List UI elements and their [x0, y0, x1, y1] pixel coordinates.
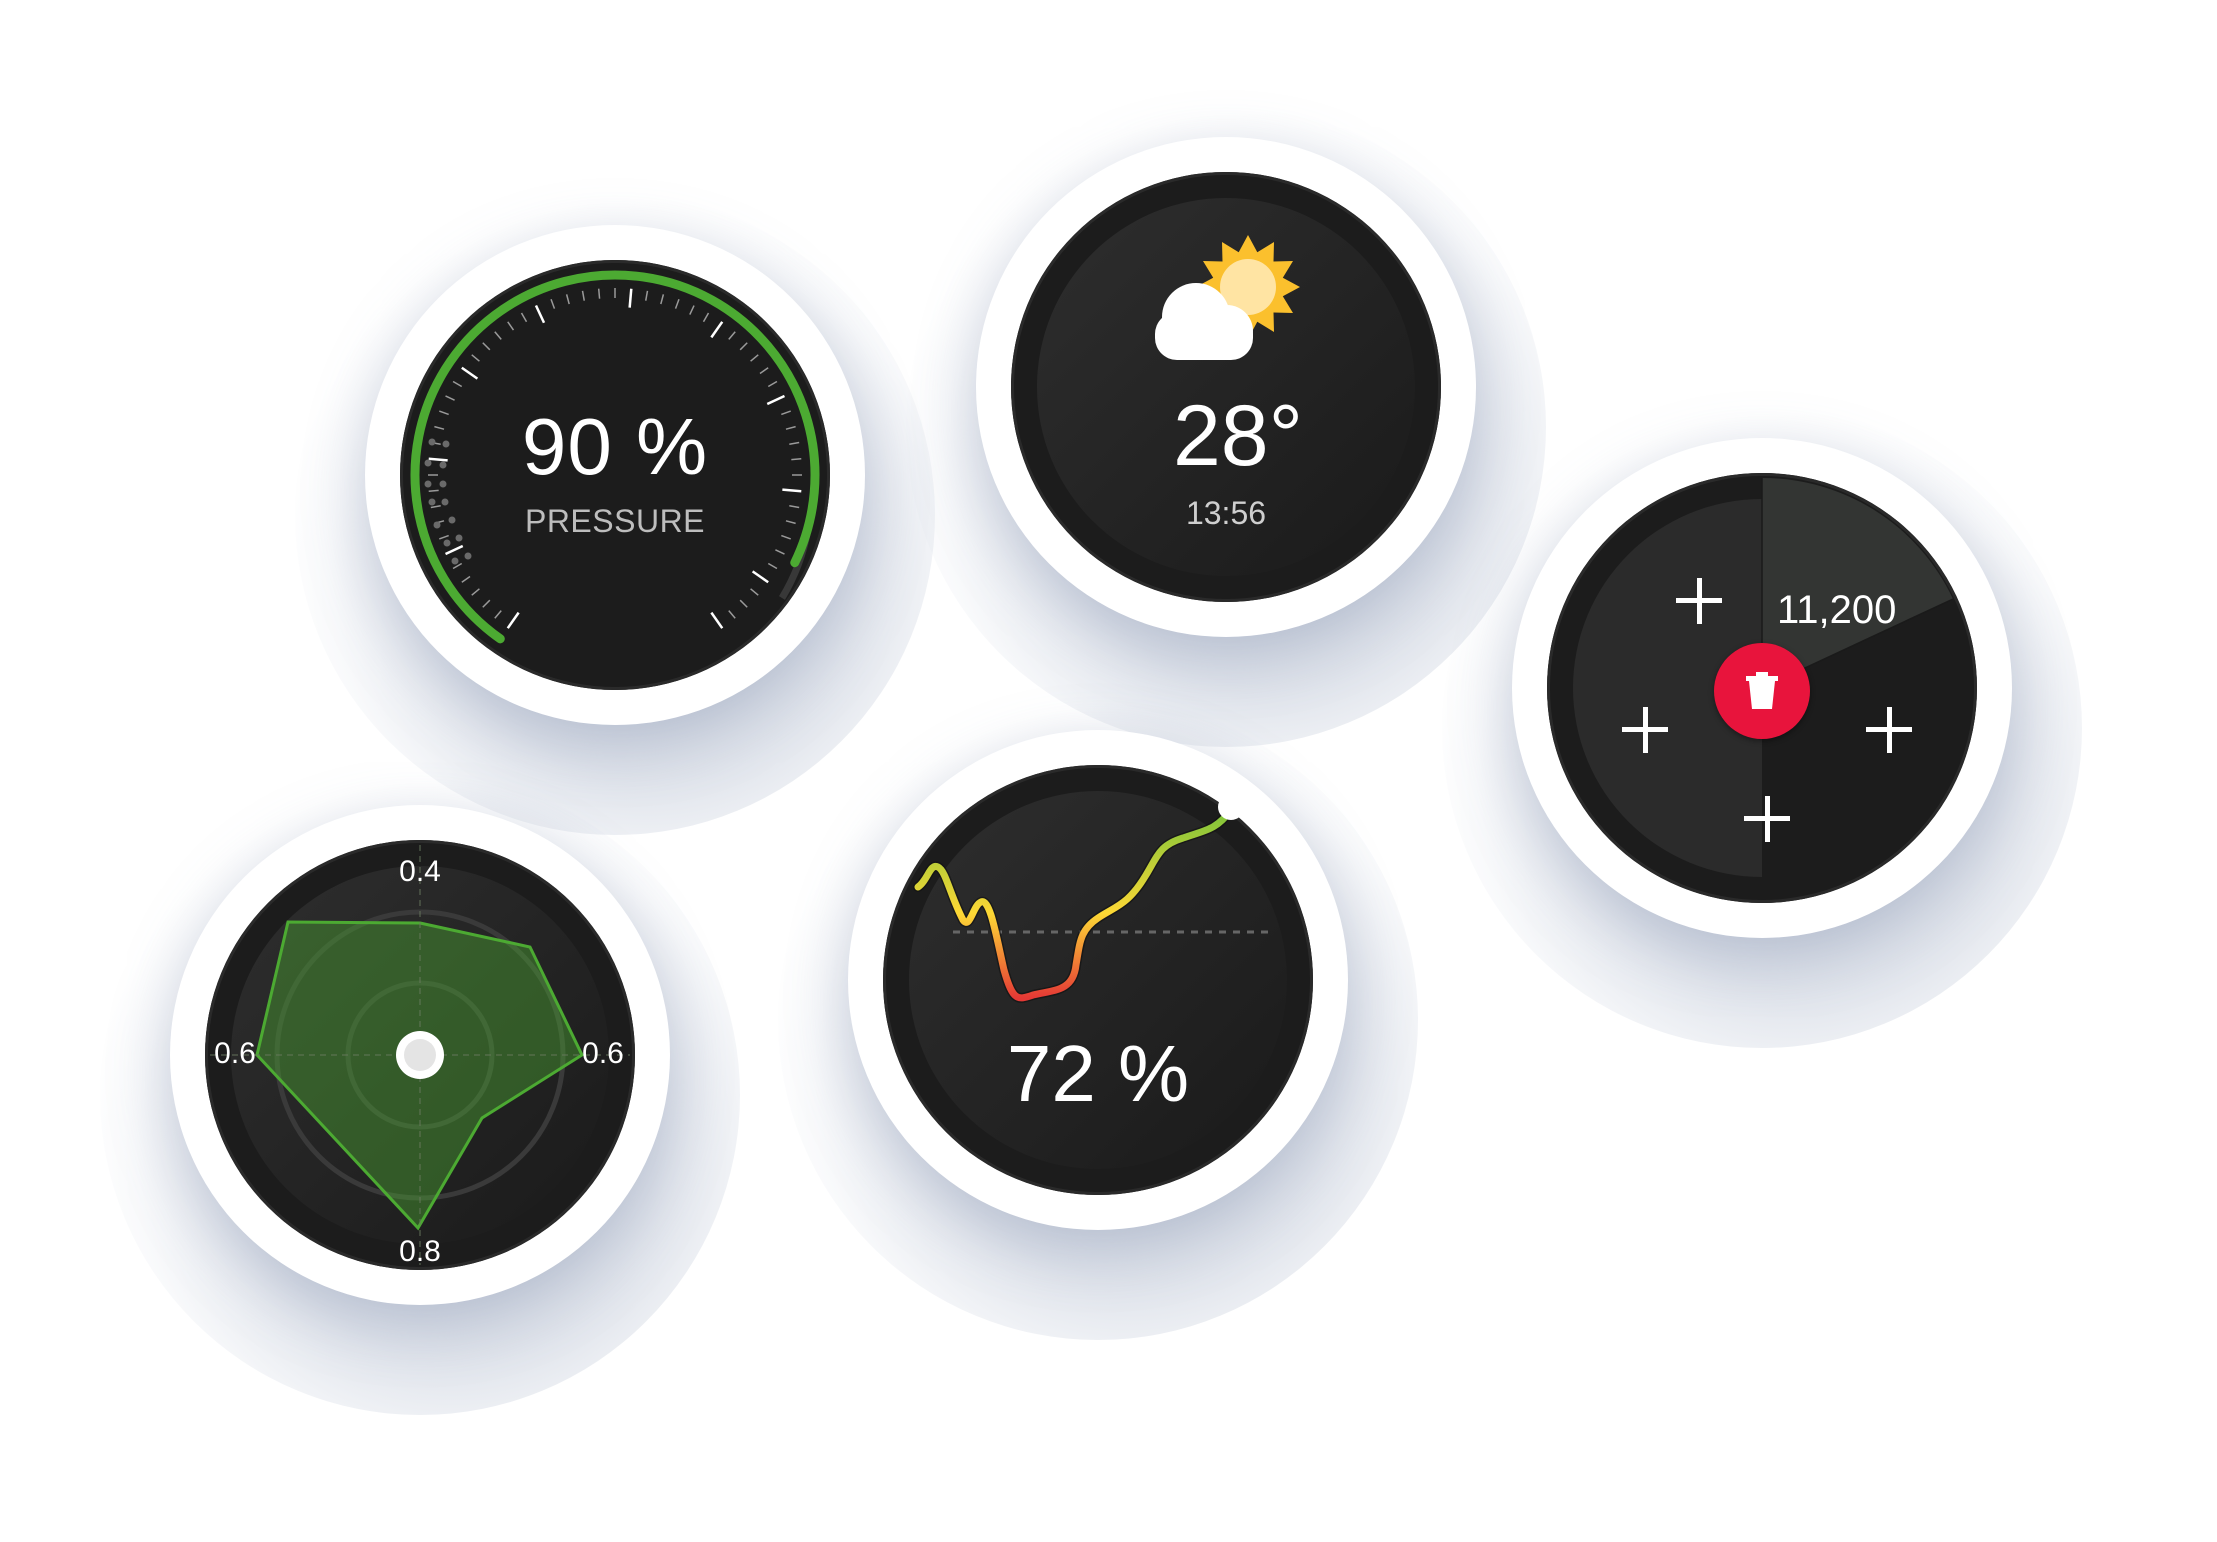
drag-handle[interactable] [1218, 794, 1244, 820]
pie-slice-highlight[interactable] [1762, 477, 1953, 688]
action-widget[interactable]: 11,200 [1442, 408, 2082, 1048]
trend-line-chart [913, 794, 1273, 1003]
radar-label-top: 0.4 [399, 855, 441, 888]
temperature-value: 28° [1172, 388, 1304, 484]
pressure-label: PRESSURE [524, 503, 706, 539]
add-button-left[interactable] [1622, 705, 1672, 755]
partly-cloudy-icon [1155, 235, 1300, 360]
gauge-ticks [428, 288, 802, 629]
knob-icon[interactable] [396, 1031, 444, 1079]
pressure-widget[interactable]: 90 % PRESSURE [295, 195, 935, 835]
trend-widget[interactable]: 72 % [778, 700, 1418, 1340]
plus-icon [1764, 796, 1770, 842]
radar-chart [210, 845, 630, 1265]
gauge-dots [424, 438, 472, 565]
delete-button[interactable] [1714, 643, 1810, 739]
radar-label-bottom: 0.8 [399, 1235, 441, 1268]
trend-value: 72 % [1006, 1029, 1190, 1118]
add-button-bottom[interactable] [1744, 794, 1794, 844]
dial-inner [909, 791, 1287, 1169]
plus-icon [1642, 707, 1648, 753]
plus-icon [1886, 707, 1892, 753]
time-value: 13:56 [1185, 495, 1267, 531]
radar-widget[interactable]: 0.4 0.6 0.6 0.8 [100, 775, 740, 1415]
radar-label-left: 0.6 [214, 1037, 256, 1070]
trend-line [914, 806, 1235, 1002]
pressure-value: 90 % [521, 402, 709, 491]
weather-widget[interactable]: 28° 13:56 [906, 107, 1546, 747]
trash-icon [1746, 672, 1778, 709]
pressure-gauge-graphic [410, 270, 820, 644]
pie-segments [1573, 477, 1954, 877]
trend-dial [883, 765, 1313, 1195]
plus-icon [1696, 578, 1702, 624]
add-button-right[interactable] [1866, 705, 1916, 755]
gauge-progress-arc[interactable] [410, 270, 820, 644]
pie-slice-left[interactable] [1573, 499, 1762, 877]
slice-value: 11,200 [1777, 588, 1897, 632]
radar-label-right: 0.6 [582, 1037, 624, 1070]
add-button-top-left[interactable] [1676, 576, 1726, 626]
